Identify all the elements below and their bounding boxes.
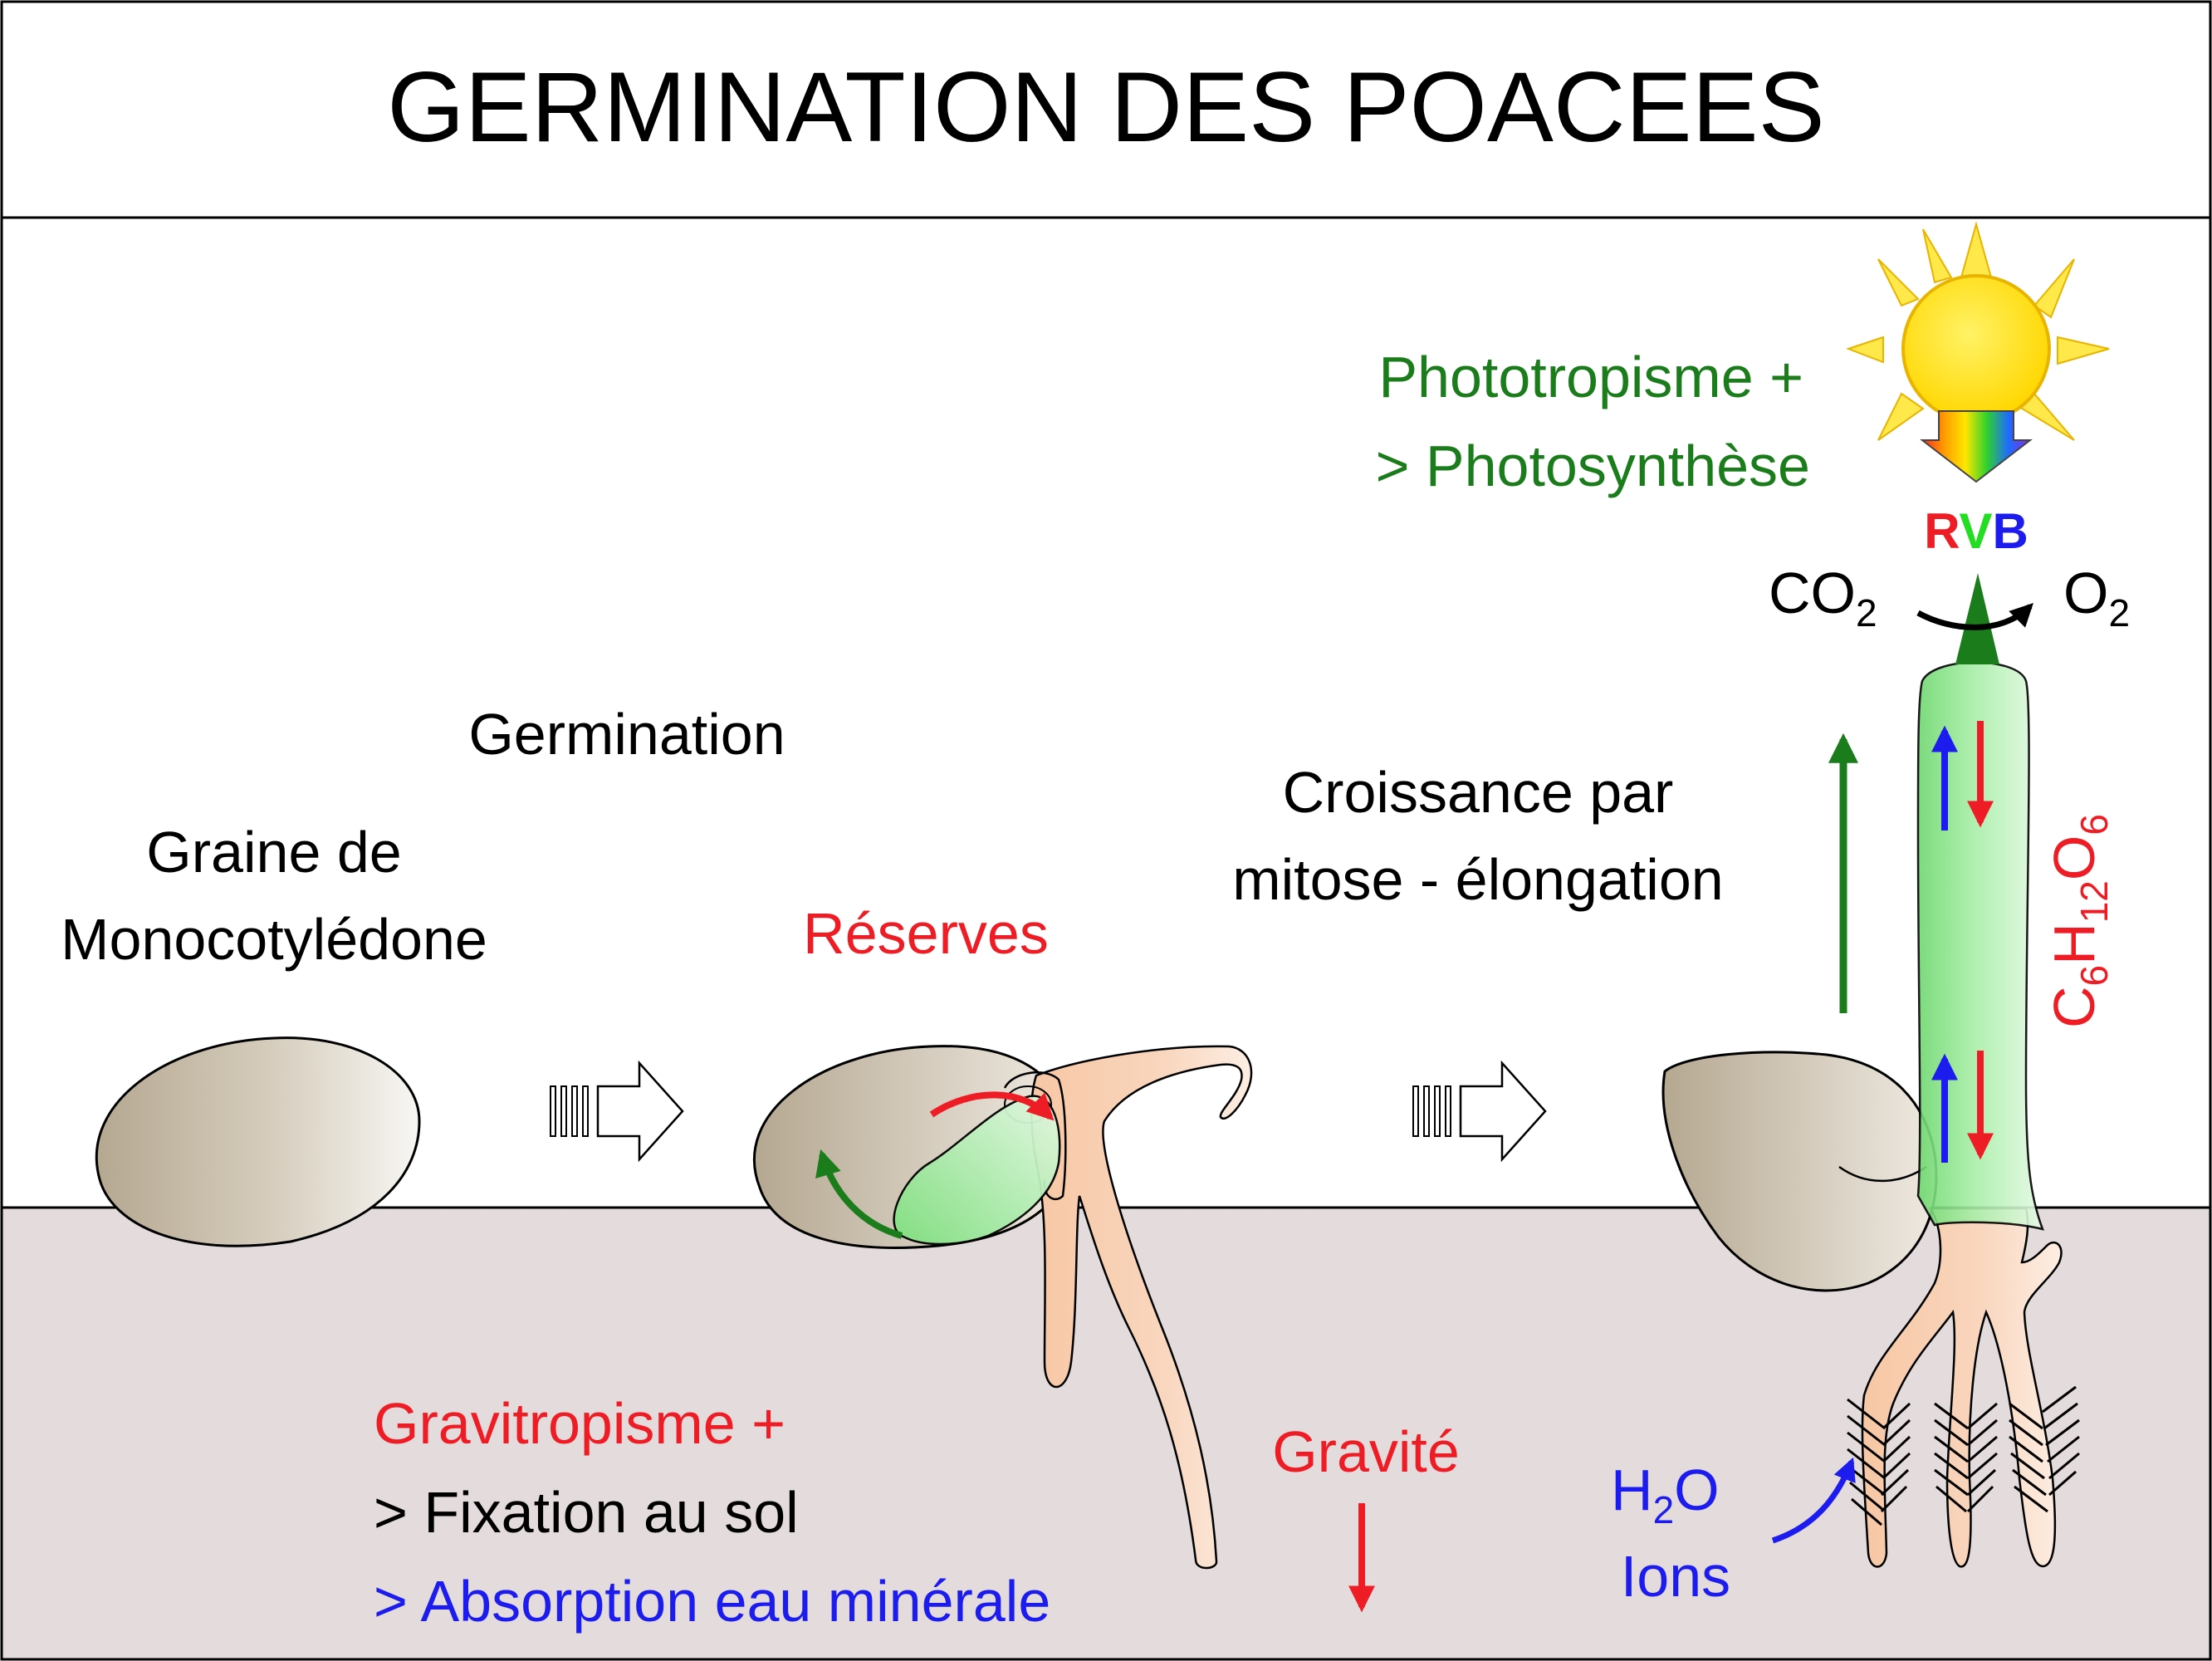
co2-sub: 2 xyxy=(1856,591,1877,635)
light-arrow xyxy=(1920,410,2033,483)
absorption-label: > Absorption eau minérale xyxy=(374,1569,1050,1634)
gas-exchange-arrow xyxy=(1916,603,2033,630)
photosynthesis-label: > Photosynthèse xyxy=(1376,434,1810,498)
seed-stage-1 xyxy=(95,1036,421,1247)
o2-base: O xyxy=(2063,561,2108,625)
ions-label: Ions xyxy=(1621,1544,1730,1609)
seed-label-line1: Graine de xyxy=(146,820,401,884)
reserves-label: Réserves xyxy=(803,901,1049,966)
shoot xyxy=(1916,661,2045,1231)
h2o-label: H2O xyxy=(1611,1458,1720,1531)
o2-sub: 2 xyxy=(2108,591,2130,635)
seed-stage-2 xyxy=(753,1045,1253,1570)
page-title: GERMINATION DES POACEES xyxy=(387,51,1824,163)
o2-label: O2 xyxy=(2063,561,2130,635)
co2-base: CO xyxy=(1769,561,1856,625)
seed-label-line2: Monocotylédone xyxy=(61,907,487,972)
radicle xyxy=(1030,1045,1253,1570)
phototropism-label: Phototropisme + xyxy=(1378,345,1803,409)
title-box xyxy=(0,0,2212,219)
leaf-tip xyxy=(1955,573,1999,664)
scutellum xyxy=(1003,1071,1067,1201)
gravity-label: Gravité xyxy=(1272,1419,1460,1484)
root-hairs xyxy=(1847,1385,2080,1526)
growth-label-line2: mitose - élongation xyxy=(1232,847,1723,912)
glucose-h: H xyxy=(2042,923,2107,965)
h2o-o: O xyxy=(1674,1458,1719,1522)
glucose-h-sub: 12 xyxy=(2073,880,2116,923)
rvb-r: R xyxy=(1924,503,1960,559)
seed-stage-3 xyxy=(1661,573,2080,1568)
water-uptake-arrow xyxy=(1771,1457,1856,1544)
reserves-transfer-arrow xyxy=(929,1091,1055,1121)
co2-label: CO2 xyxy=(1769,561,1877,635)
sky-area xyxy=(0,216,2212,1209)
glucose-c-sub: 6 xyxy=(2073,965,2116,987)
sun-icon xyxy=(1846,221,2110,441)
sap-transport-arrows xyxy=(1931,721,1994,1163)
growth-label-line1: Croissance par xyxy=(1283,760,1674,825)
rvb-b: B xyxy=(1992,503,2028,559)
seed-old xyxy=(1661,1051,1938,1292)
h2o-h: H xyxy=(1611,1458,1653,1522)
glucose-c: C xyxy=(2042,986,2107,1028)
gravitropism-label: Gravitropisme + xyxy=(374,1391,785,1456)
process-arrow-2 xyxy=(1412,1060,1547,1163)
process-arrow-1 xyxy=(550,1060,684,1163)
glucose-o: O xyxy=(2042,835,2107,880)
germination-label: Germination xyxy=(468,702,785,767)
glucose-o-sub: 6 xyxy=(2073,814,2116,835)
rvb-v: V xyxy=(1959,503,1992,559)
rvb-label: RVB xyxy=(1924,503,2028,559)
coleoptile-growth-arrow xyxy=(815,1149,903,1239)
seed xyxy=(95,1036,421,1247)
fixation-label: > Fixation au sol xyxy=(374,1480,799,1545)
h2o-sub: 2 xyxy=(1653,1488,1675,1531)
glucose-label: C6H12O6 xyxy=(2042,814,2116,1028)
